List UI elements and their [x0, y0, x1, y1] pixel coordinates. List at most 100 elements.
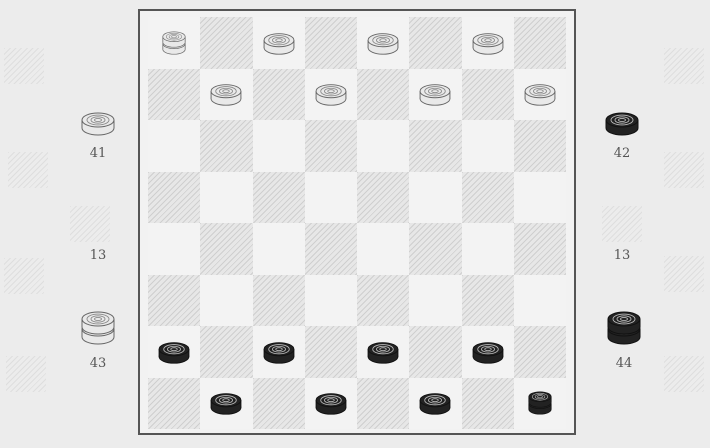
board-square[interactable]: [462, 378, 514, 430]
board-square[interactable]: [409, 275, 461, 327]
board-square[interactable]: [357, 275, 409, 327]
board-square[interactable]: [462, 69, 514, 121]
reserve-label: 13: [602, 248, 642, 263]
reserve-label: 43: [78, 356, 118, 371]
side-texture: [602, 206, 642, 242]
left-reserve-bottom: 43: [78, 306, 118, 371]
board-square[interactable]: [409, 69, 461, 121]
reserve-piece-slot: [602, 106, 642, 140]
board-square[interactable]: [462, 120, 514, 172]
board-square[interactable]: [357, 223, 409, 275]
white-checker-piece[interactable]: [314, 80, 348, 108]
board-square[interactable]: [462, 223, 514, 275]
board-square[interactable]: [148, 223, 200, 275]
board-square[interactable]: [514, 326, 566, 378]
board-square[interactable]: [253, 275, 305, 327]
side-texture: [664, 256, 704, 292]
board-square[interactable]: [253, 223, 305, 275]
board-square[interactable]: [409, 172, 461, 224]
board-square[interactable]: [357, 172, 409, 224]
board-square[interactable]: [253, 172, 305, 224]
white-checker-piece[interactable]: [80, 108, 116, 138]
side-texture: [8, 152, 48, 188]
black-checker-piece[interactable]: [262, 338, 296, 366]
reserve-piece-slot: [78, 306, 118, 350]
board-square[interactable]: [462, 275, 514, 327]
side-texture: [664, 356, 704, 392]
board-square[interactable]: [409, 17, 461, 69]
board-square[interactable]: [514, 275, 566, 327]
board-square[interactable]: [253, 378, 305, 430]
board-square[interactable]: [409, 223, 461, 275]
board-square[interactable]: [409, 120, 461, 172]
board-square[interactable]: [357, 69, 409, 121]
board-square[interactable]: [148, 326, 200, 378]
board-square[interactable]: [148, 378, 200, 430]
board-square[interactable]: [200, 275, 252, 327]
black-checker-piece[interactable]: [604, 108, 640, 138]
board-square[interactable]: [148, 120, 200, 172]
left-reserve-middle: 13: [78, 242, 118, 263]
board-square[interactable]: [200, 17, 252, 69]
board-square[interactable]: [253, 17, 305, 69]
board-square[interactable]: [514, 120, 566, 172]
board-square[interactable]: [514, 378, 566, 430]
board-square[interactable]: [462, 172, 514, 224]
black-checker-piece[interactable]: [418, 389, 452, 417]
white-checker-piece[interactable]: [366, 29, 400, 57]
white-checker-piece[interactable]: [418, 80, 452, 108]
board-square[interactable]: [200, 172, 252, 224]
side-texture: [70, 206, 110, 242]
board-square[interactable]: [305, 275, 357, 327]
board-square[interactable]: [514, 69, 566, 121]
board-square[interactable]: [253, 69, 305, 121]
side-texture: [664, 152, 704, 188]
board-square[interactable]: [148, 17, 200, 69]
board-square[interactable]: [462, 17, 514, 69]
board-square[interactable]: [253, 120, 305, 172]
board-square[interactable]: [253, 326, 305, 378]
white-checker-piece[interactable]: [209, 80, 243, 108]
board-square[interactable]: [200, 326, 252, 378]
board-square[interactable]: [409, 326, 461, 378]
black-checker-piece[interactable]: [157, 338, 191, 366]
board-square[interactable]: [357, 120, 409, 172]
right-reserve-bottom: 44: [604, 306, 644, 371]
board-square[interactable]: [357, 17, 409, 69]
black-checker-piece[interactable]: [209, 389, 243, 417]
board-square[interactable]: [409, 378, 461, 430]
board-square[interactable]: [305, 172, 357, 224]
board-square[interactable]: [200, 378, 252, 430]
board-square[interactable]: [200, 69, 252, 121]
board-square[interactable]: [200, 120, 252, 172]
board-square[interactable]: [200, 223, 252, 275]
board-square[interactable]: [357, 326, 409, 378]
black-checker-piece[interactable]: [366, 338, 400, 366]
board-square[interactable]: [148, 172, 200, 224]
board-square[interactable]: [305, 378, 357, 430]
black-king-piece[interactable]: [523, 389, 557, 417]
board-square[interactable]: [305, 17, 357, 69]
board-square[interactable]: [305, 326, 357, 378]
board-square[interactable]: [514, 17, 566, 69]
board-square[interactable]: [148, 275, 200, 327]
black-checker-piece[interactable]: [314, 389, 348, 417]
white-king-piece[interactable]: [157, 29, 191, 57]
reserve-piece-slot: [604, 306, 644, 350]
white-king-piece[interactable]: [80, 308, 116, 348]
white-checker-piece[interactable]: [523, 80, 557, 108]
board-square[interactable]: [462, 326, 514, 378]
black-king-piece[interactable]: [606, 308, 642, 348]
board-square[interactable]: [357, 378, 409, 430]
board-square[interactable]: [305, 69, 357, 121]
board-square[interactable]: [305, 223, 357, 275]
white-checker-piece[interactable]: [471, 29, 505, 57]
board-square[interactable]: [514, 223, 566, 275]
board-square[interactable]: [514, 172, 566, 224]
white-checker-piece[interactable]: [262, 29, 296, 57]
side-texture: [4, 48, 44, 84]
black-checker-piece[interactable]: [471, 338, 505, 366]
right-reserve-middle: 13: [602, 242, 642, 263]
board-square[interactable]: [305, 120, 357, 172]
board-square[interactable]: [148, 69, 200, 121]
